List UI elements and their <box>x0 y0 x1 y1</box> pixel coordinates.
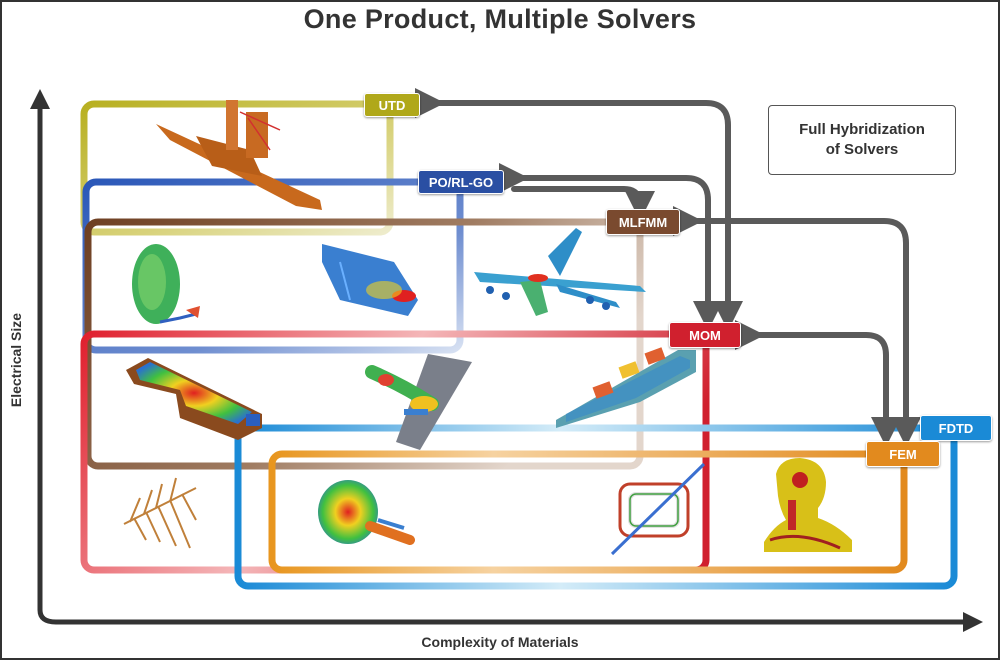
aircraft-icon <box>474 228 646 316</box>
human-head-icon <box>764 458 852 552</box>
region-mlf <box>84 218 644 470</box>
y-axis-label: Electrical Size <box>8 312 24 408</box>
radiation-pattern-icon <box>318 480 415 545</box>
arrow-mlf-fem <box>673 206 921 447</box>
arrow-utd-mom <box>415 88 743 331</box>
x-axis-label: Complexity of Materials <box>421 634 579 650</box>
solver-label-fdtd: FDTD <box>920 415 992 441</box>
solver-label-po-rl-go: PO/RL-GO <box>418 170 504 194</box>
conformal-antenna-icon <box>556 347 696 428</box>
planar-coil-icon <box>610 462 706 556</box>
hybridization-note: Full Hybridization of Solvers <box>768 105 956 175</box>
arrow-pog-mlf <box>511 186 655 221</box>
reflector-antenna-icon <box>132 244 200 324</box>
solver-label-utd: UTD <box>364 93 420 117</box>
page-title: One Product, Multiple Solvers <box>303 4 697 34</box>
hybrid-arrows <box>415 88 921 447</box>
axes <box>30 89 983 632</box>
region-fdtd <box>234 424 958 590</box>
arrow-pog-mom <box>499 163 723 331</box>
log-periodic-antenna-icon <box>123 477 197 549</box>
arrow-mom-fem <box>735 320 901 447</box>
patch-array-radiation-icon <box>365 354 472 450</box>
solver-label-mlfmm: MLFMM <box>606 209 680 235</box>
cavity-pcb-icon <box>126 358 262 440</box>
region-fem <box>268 450 908 574</box>
waveguide-field-icon <box>322 244 418 316</box>
solver-label-mom: MOM <box>669 322 741 348</box>
solver-label-fem: FEM <box>866 441 940 467</box>
ship-icon <box>156 100 322 210</box>
x-axis <box>37 609 983 632</box>
